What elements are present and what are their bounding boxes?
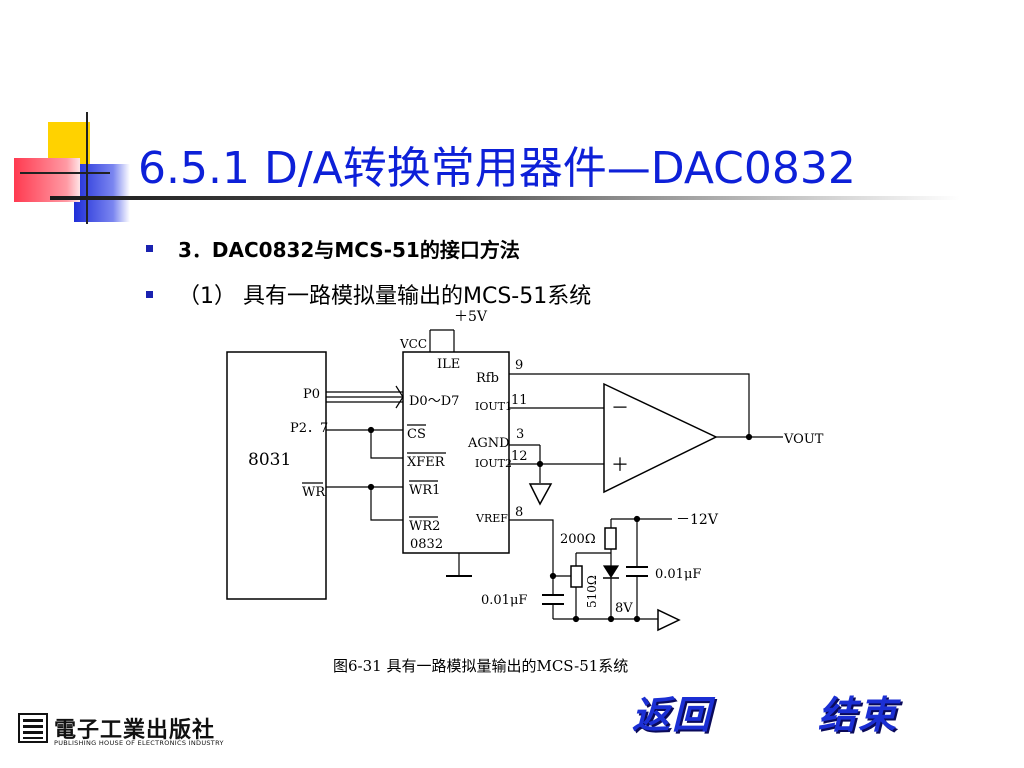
pin-num-12: 12 [511, 449, 528, 464]
supply-5v-label: ＋5V [454, 309, 488, 325]
mcu-8031-box [226, 351, 327, 600]
mcu-pin-p0: P0 [303, 387, 320, 402]
mcu-label: 8031 [248, 450, 291, 470]
page-title: 6.5.1 D/A转换常用器件—DAC0832 [138, 143, 856, 194]
resistor-200-label: 200Ω [560, 532, 596, 547]
dac-pin-cs: CS [407, 427, 426, 442]
dac-pin-wr2: WR2 [409, 519, 440, 534]
decoration-horizontal-line [20, 172, 110, 174]
bullet-text-1: 3．DAC0832与MCS-51的接口方法 [178, 238, 520, 262]
dac-pin-ile: ILE [437, 357, 460, 372]
figure-caption: 图6-31 具有一路模拟量输出的MCS-51系统 [333, 657, 629, 675]
dac-label: 0832 [410, 537, 443, 552]
vout-label: VOUT [783, 432, 824, 447]
mcu-pin-p27: P2．7 [290, 421, 328, 436]
resistor-510-label: 510Ω [585, 575, 599, 608]
opamp-plus-label: ＋ [611, 455, 629, 476]
back-button[interactable]: 返回 [632, 693, 713, 737]
bullet-text-2: （1） 具有一路模拟量输出的MCS-51系统 [178, 284, 592, 309]
publisher-name-cn: 電子工業出版社 [54, 717, 216, 743]
pin-num-3: 3 [516, 427, 524, 442]
neg12v-label: －12V [676, 512, 719, 528]
pin-num-9: 9 [515, 358, 523, 373]
mcu-pin-wr: WR [302, 485, 326, 500]
dac-pin-iout2: IOUT2 [475, 457, 512, 470]
dac-pin-rfb: Rfb [476, 371, 499, 386]
dac-pin-agnd: AGND [467, 436, 510, 451]
dac-pin-xfer: XFER [407, 455, 446, 470]
decoration-red-square [14, 158, 80, 202]
dac-pin-wr1: WR1 [409, 483, 440, 498]
publisher-logo-icon [18, 713, 48, 743]
bullet-marker-2 [146, 291, 153, 298]
pin-num-11: 11 [511, 393, 528, 408]
dac-pin-vref: VREF [475, 512, 508, 525]
zener-8v-label: 8V [615, 601, 633, 616]
opamp-minus-label: － [611, 398, 629, 419]
ground-triangle-1 [528, 483, 553, 506]
dac0832-box [402, 351, 510, 554]
opamp-triangle [603, 382, 718, 494]
cap-right-label: 0.01μF [655, 567, 701, 582]
dac-pin-vcc: VCC [399, 337, 427, 351]
publisher-name-en: PUBLISHING HOUSE OF ELECTRONICS INDUSTRY [54, 739, 224, 747]
decoration-vertical-line [86, 112, 88, 224]
cap-left-label: 0.01μF [481, 593, 527, 608]
dac-pin-iout1: IOUT1 [475, 400, 512, 413]
resistor-510ohm [570, 565, 583, 588]
pin-num-8: 8 [515, 505, 523, 520]
title-underline [50, 196, 960, 200]
end-button[interactable]: 结束 [818, 693, 899, 737]
bullet-marker-1 [146, 245, 153, 252]
ground-triangle-2 [657, 608, 681, 632]
dac-pin-d0d7: D0～D7 [409, 394, 459, 409]
zener-diode [602, 565, 620, 579]
resistor-200ohm [604, 527, 617, 550]
